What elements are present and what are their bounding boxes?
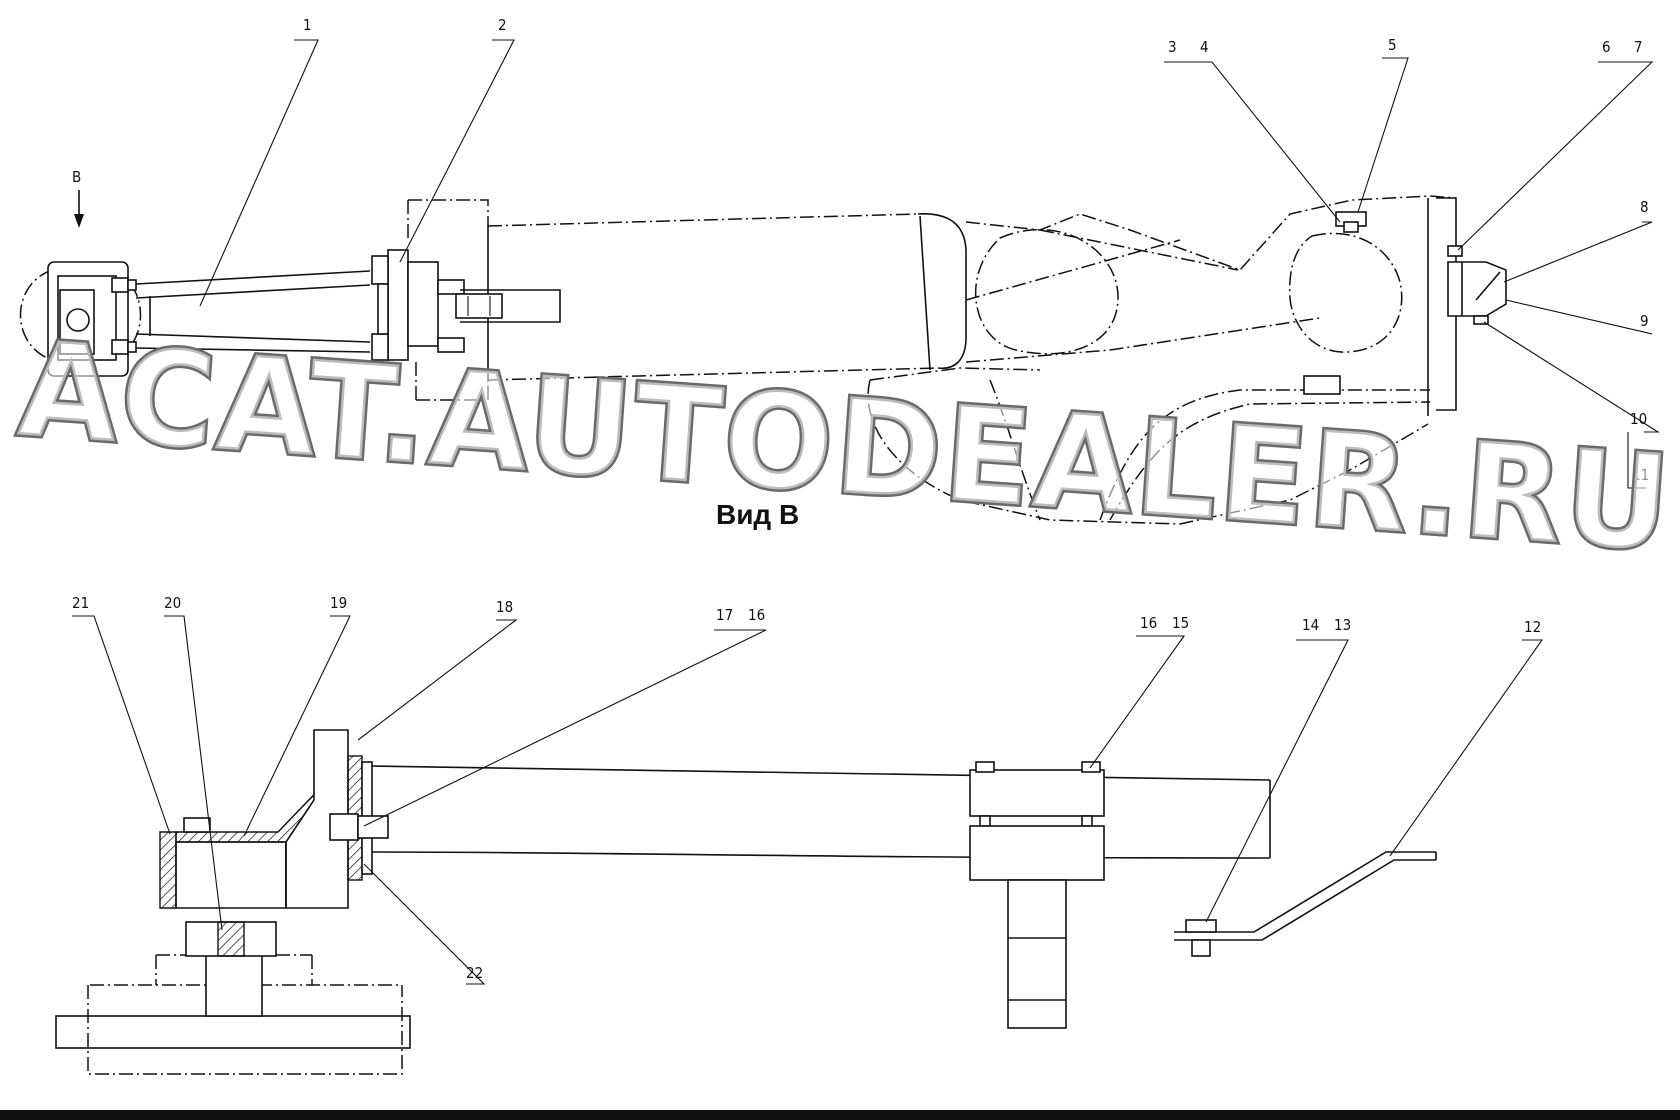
callout-19: 19 <box>330 594 347 612</box>
view-arrow-label: В <box>72 168 81 186</box>
callout-numbers: 1 2 3 4 5 6 7 8 9 10 11 21 20 19 18 17 1… <box>72 16 1649 982</box>
base-block <box>55 921 411 1075</box>
callout-15: 15 <box>1172 614 1189 632</box>
callout-7: 7 <box>1634 38 1643 56</box>
callout-22: 22 <box>466 964 483 982</box>
bottom-border <box>0 1110 1680 1120</box>
bracket <box>159 729 389 909</box>
callout-16-paren: 16 <box>748 606 765 624</box>
callout-5: 5 <box>1388 36 1397 54</box>
callout-9: 9 <box>1640 312 1649 330</box>
lower-assembly <box>55 729 1437 1075</box>
upper-assembly: В <box>19 168 1507 530</box>
rod <box>135 270 371 353</box>
clamp <box>969 761 1105 1029</box>
callout-16: 16 <box>1140 614 1157 632</box>
callout-18: 18 <box>496 598 513 616</box>
callout-13: 13 <box>1334 616 1351 634</box>
flange <box>371 249 465 361</box>
callout-11: 11 <box>1632 466 1649 484</box>
callout-14: 14 <box>1302 616 1319 634</box>
callout-12: 12 <box>1524 618 1541 636</box>
watermark-text: ACAT.AUTODEALER.RU <box>14 313 1677 582</box>
long-rod <box>371 765 1271 859</box>
callout-4: 4 <box>1200 38 1209 56</box>
callout-10: 10 <box>1630 410 1647 428</box>
end-plate <box>19 261 142 377</box>
callout-3: 3 <box>1168 38 1177 56</box>
cylinder-body <box>407 199 967 401</box>
lever <box>1174 851 1437 957</box>
swing-arm-outline <box>867 195 1507 525</box>
callout-20: 20 <box>164 594 181 612</box>
view-arrow: В <box>72 168 84 228</box>
callout-21: 21 <box>72 594 89 612</box>
callout-1: 1 <box>303 16 312 34</box>
callout-leaders <box>72 39 1660 985</box>
view-b-title: Вид В <box>716 499 799 530</box>
callout-6: 6 <box>1602 38 1611 56</box>
callout-2: 2 <box>498 16 507 34</box>
callout-17: 17 <box>716 606 733 624</box>
callout-8: 8 <box>1640 198 1649 216</box>
